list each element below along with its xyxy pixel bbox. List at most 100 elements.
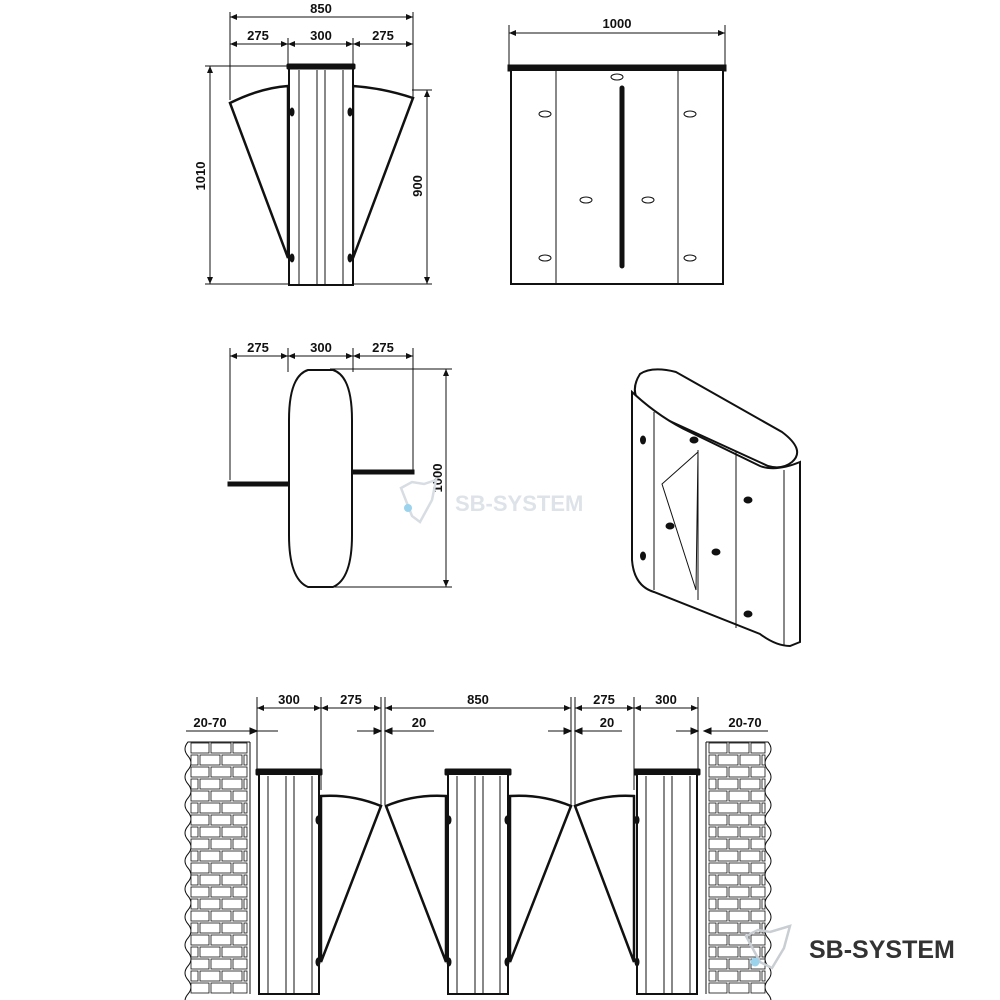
brick — [190, 874, 199, 886]
dim-label-clearance-right: 20 — [600, 715, 614, 730]
brick — [708, 934, 728, 946]
brick — [708, 826, 717, 838]
dim-label-layout-passage: 850 — [467, 692, 489, 707]
iso-body — [631, 389, 801, 648]
brick — [708, 850, 717, 862]
brick — [190, 814, 210, 826]
brick — [232, 934, 248, 946]
brick — [761, 778, 766, 790]
dim-label-top-wing-left: 275 — [247, 340, 269, 355]
brick — [210, 934, 232, 946]
brick — [190, 886, 210, 898]
brick — [717, 802, 739, 814]
brick — [190, 946, 199, 958]
brick — [232, 910, 248, 922]
brick — [750, 886, 766, 898]
brick — [190, 790, 210, 802]
dim-label-top-length: 1000 — [430, 464, 445, 493]
brick — [728, 862, 750, 874]
brick — [210, 958, 232, 970]
brick — [728, 982, 750, 994]
brick — [210, 766, 232, 778]
dim-label-layout-wing-right: 275 — [593, 692, 615, 707]
brick — [210, 982, 232, 994]
brick — [708, 778, 717, 790]
brick — [221, 754, 243, 766]
watermark-center: SB-SYSTEM — [399, 478, 583, 524]
iso-wing — [661, 450, 699, 591]
brick — [221, 898, 243, 910]
brick — [728, 790, 750, 802]
brick — [728, 814, 750, 826]
brick — [190, 802, 199, 814]
brick — [190, 862, 210, 874]
brick — [210, 814, 232, 826]
brick — [739, 778, 761, 790]
dim-label-layout-wing-left: 275 — [340, 692, 362, 707]
brick — [708, 910, 728, 922]
brick — [761, 874, 766, 886]
brick — [199, 970, 221, 982]
brick — [190, 826, 199, 838]
post-body — [288, 66, 354, 286]
brick — [210, 838, 232, 850]
brick — [717, 970, 739, 982]
brick — [243, 946, 248, 958]
brick — [708, 802, 717, 814]
brick — [708, 742, 728, 754]
brick — [210, 742, 232, 754]
front-panel — [510, 69, 724, 285]
brick — [243, 826, 248, 838]
brick — [761, 898, 766, 910]
brick — [190, 838, 210, 850]
top-wing-left — [227, 481, 291, 487]
brick — [708, 754, 717, 766]
dim-label-layout-post-right: 300 — [655, 692, 677, 707]
brick — [190, 754, 199, 766]
corner-logo-dot — [750, 957, 760, 967]
brick — [728, 910, 750, 922]
brick — [728, 742, 750, 754]
brick — [708, 814, 728, 826]
dim-label-wall-gap-left: 20-70 — [193, 715, 226, 730]
brick — [190, 982, 210, 994]
brick — [708, 874, 717, 886]
brick — [739, 754, 761, 766]
brick — [750, 982, 766, 994]
brick — [750, 814, 766, 826]
brick — [728, 886, 750, 898]
brick — [243, 754, 248, 766]
layout-wing-right — [573, 794, 636, 963]
layout-wing-center-left — [384, 794, 448, 963]
brick — [190, 922, 199, 934]
brick — [243, 850, 248, 862]
brick — [199, 754, 221, 766]
dim-label-height-total: 1010 — [193, 162, 208, 191]
brick — [221, 946, 243, 958]
brick — [717, 922, 739, 934]
brick — [210, 862, 232, 874]
brick — [221, 802, 243, 814]
brick — [761, 970, 766, 982]
brick — [728, 766, 750, 778]
brick — [221, 922, 243, 934]
brick — [708, 766, 728, 778]
brick — [221, 778, 243, 790]
wing-left — [228, 84, 290, 259]
brick — [232, 982, 248, 994]
front-view: 1000 — [507, 16, 727, 285]
brick — [232, 814, 248, 826]
dim-label-wing-right: 275 — [372, 28, 394, 43]
brick — [199, 874, 221, 886]
shield-corner-icon — [744, 924, 792, 970]
brick — [708, 946, 717, 958]
top-wing-right — [351, 469, 415, 475]
brick — [232, 742, 248, 754]
wing-right — [351, 84, 415, 259]
brick — [708, 790, 728, 802]
brick — [717, 754, 739, 766]
brick — [739, 946, 761, 958]
brick — [761, 802, 766, 814]
brick — [708, 958, 728, 970]
